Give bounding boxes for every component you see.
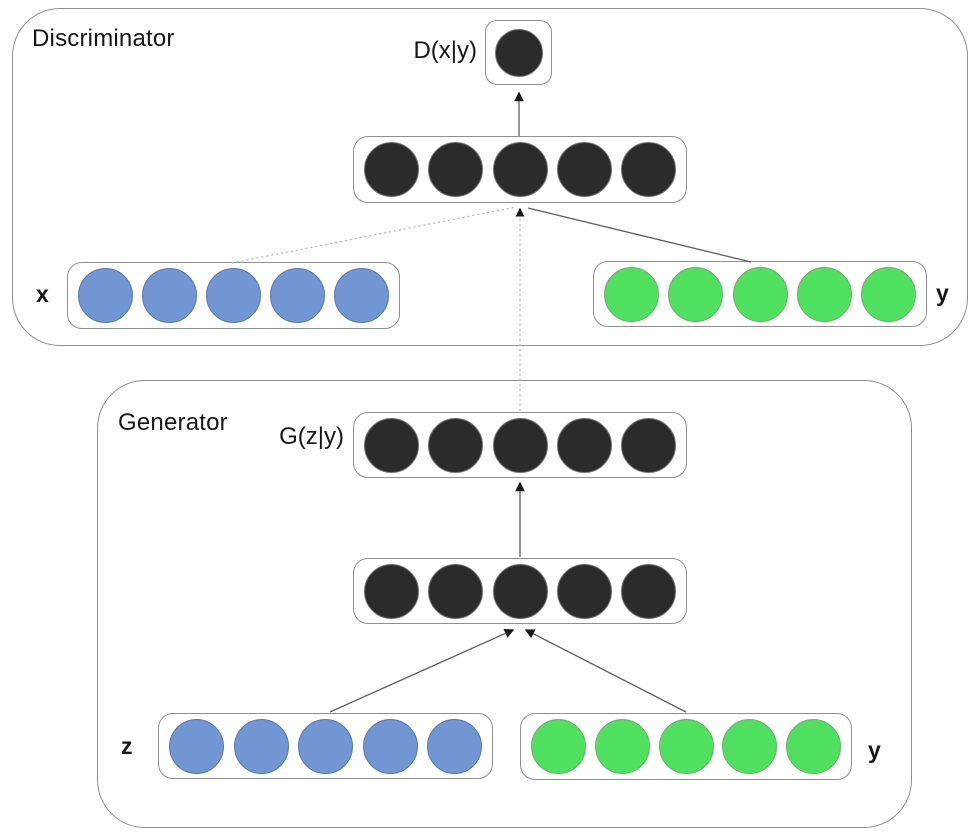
blue-neuron-node [78,268,133,323]
generator-box [97,380,912,828]
generator-hidden-layer [353,558,687,624]
dark-neuron-node [364,563,419,619]
green-neuron-node [604,266,659,322]
blue-neuron-node [233,718,289,774]
dark-neuron-node [556,563,612,619]
dark-neuron-node [492,417,548,473]
green-neuron-node [722,719,778,774]
blue-neuron-node [206,268,261,323]
generator-title: Generator [118,409,228,436]
dark-neuron-node [428,563,484,619]
dark-neuron-node [556,417,612,473]
blue-neuron-node [362,718,418,774]
green-neuron-node [594,719,650,774]
dark-neuron-node [621,417,676,473]
dark-neuron-node [428,417,484,473]
generator-y-input-layer [520,713,852,780]
green-neuron-node [531,719,586,774]
green-neuron-node [658,719,714,774]
discriminator-output-node [485,20,552,85]
discriminator-y-input-label: y [936,280,949,306]
z-input-label: z [121,733,133,759]
blue-neuron-node [270,268,325,323]
discriminator-x-input-layer [67,262,400,329]
generator-output-layer [353,412,687,478]
green-neuron-node [668,266,724,322]
discriminator-box [12,8,968,346]
blue-neuron-node [169,718,224,774]
discriminator-title: Discriminator [32,25,175,52]
green-neuron-node [861,266,916,322]
green-neuron-node [732,266,788,322]
blue-neuron-node [427,718,482,774]
generator-y-input-label: y [868,737,881,763]
dark-neuron-node [364,417,419,473]
blue-neuron-node [298,718,353,774]
dark-neuron-node [492,142,548,197]
g-output-label: G(z|y) [279,423,344,450]
discriminator-hidden-layer [353,136,687,203]
d-output-label: D(x|y) [413,37,477,64]
dark-neuron-node [364,142,419,197]
dark-neuron-node [494,28,543,77]
green-neuron-node [786,719,841,774]
dark-neuron-node [621,563,676,619]
dark-neuron-node [556,142,612,197]
dark-neuron-node [428,142,484,197]
dark-neuron-node [621,142,676,197]
x-input-label: x [36,281,49,307]
green-neuron-node [796,266,852,322]
discriminator-y-input-layer [593,261,927,327]
dark-neuron-node [492,563,548,619]
blue-neuron-node [142,268,197,323]
blue-neuron-node [334,268,389,323]
generator-z-input-layer [158,713,493,779]
